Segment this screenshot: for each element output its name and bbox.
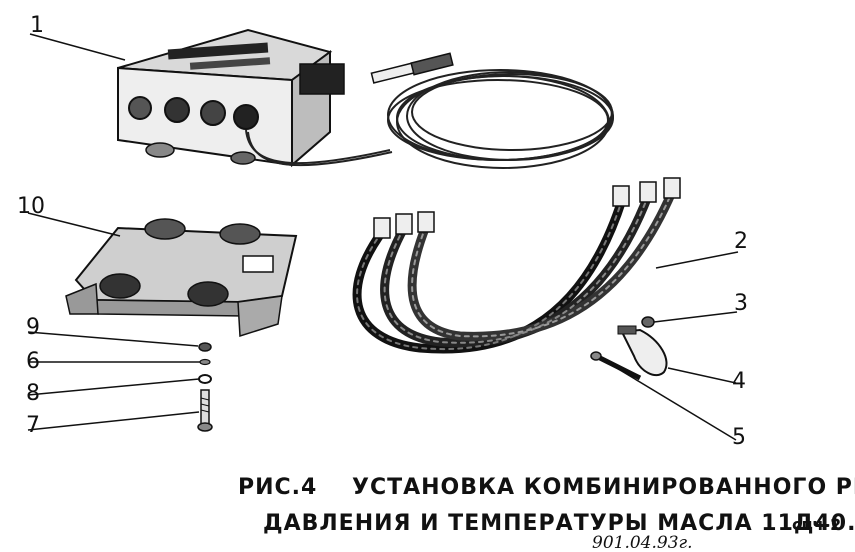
callout-6: 6 [26,349,40,374]
mounting-plate [65,218,298,338]
nut-9 [198,342,212,352]
leader-lines [27,33,739,441]
hardware-set [197,342,213,432]
callout-3: 3 [734,291,748,316]
callout-2: 2 [734,229,748,254]
figure-label: РИС.4 [238,475,317,500]
hose-fittings [373,177,681,239]
hose-bundle [352,187,677,354]
callout-10: 10 [17,194,45,219]
relay-box [117,28,454,168]
capillary-coil [245,69,614,169]
callout-4: 4 [732,369,746,394]
bolt-7 [197,389,213,432]
bolt-5 [590,351,642,381]
callout-8: 8 [26,381,40,406]
washer-6 [199,358,211,366]
nut-3 [641,316,655,328]
caption-line-2: ДАВЛЕНИЯ И ТЕМПЕРАТУРЫ МАСЛА 11Д40.14 [263,511,855,536]
caption-line-2-suffix: спч-2 [792,515,841,534]
handwritten-note: 901.04.93г. [592,533,693,552]
clamp-4 [617,325,668,377]
callout-7: 7 [26,413,40,438]
washer-8 [198,374,212,384]
callout-1: 1 [30,13,44,38]
caption-line-1: УСТАНОВКА КОМБИНИРОВАННОГО РЕЛЕ [352,475,855,500]
callout-5: 5 [732,425,746,450]
callout-9: 9 [26,315,40,340]
